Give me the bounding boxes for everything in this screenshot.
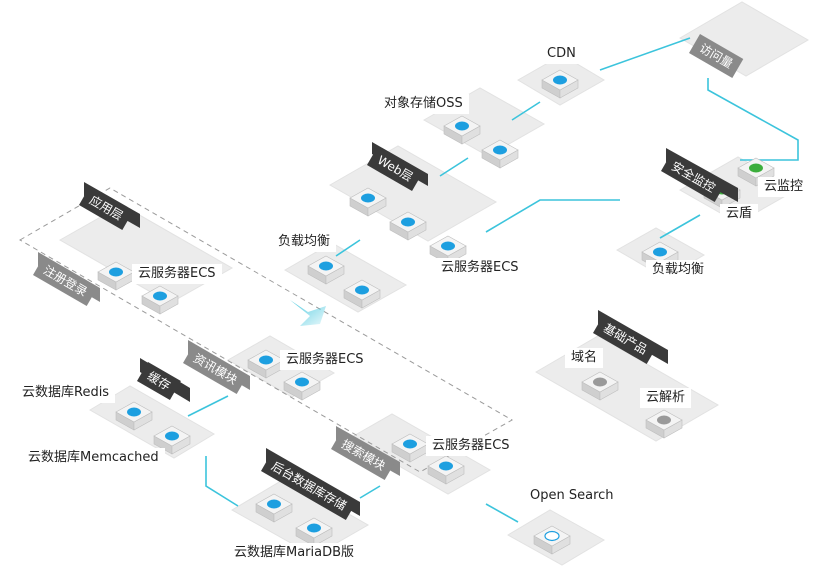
web-server-3-icon: [441, 241, 455, 251]
cdn-server-cube: [541, 69, 579, 99]
cache-2-icon: [165, 431, 179, 441]
web-server-cube-2: [389, 211, 427, 241]
opensearch-icon: [544, 530, 560, 542]
connector-visitor-security: [707, 78, 799, 161]
backend-cube-2: [295, 517, 333, 547]
domain-icon: [593, 377, 607, 387]
slb-left-2-icon: [355, 285, 369, 295]
slb-left-cube-2: [343, 279, 381, 309]
opensearch-label: Open Search: [524, 486, 620, 506]
redis-label: 云数据库Redis: [16, 383, 116, 403]
dns-cube: [645, 409, 683, 439]
cache-1-icon: [127, 407, 141, 417]
search-cube-1: [391, 433, 429, 463]
slb-right-label: 负载均衡: [646, 260, 711, 280]
connector-redis-cache: [187, 395, 229, 417]
slb-left-cube-1: [307, 255, 345, 285]
connector-security-slb: [659, 214, 701, 239]
cloud-shield-label: 云盾: [720, 204, 759, 224]
news-cube-1: [247, 349, 285, 379]
register-cube-1: [97, 261, 135, 291]
connector-cdn-oss: [511, 101, 541, 121]
cdn-label: CDN: [541, 44, 582, 64]
web-server-2-icon: [401, 217, 415, 227]
cache-cube-1: [115, 401, 153, 431]
memcached-label: 云数据库Memcached: [22, 448, 165, 468]
ecs-web-label: 云服务器ECS: [435, 258, 525, 278]
dns-icon: [657, 415, 671, 425]
register-cube-2: [141, 285, 179, 315]
oss-server-cube-1: [443, 115, 481, 145]
oss-server-cube-2: [481, 139, 519, 169]
connector-oss-web: [439, 157, 469, 177]
slb-left-1-icon: [319, 261, 333, 271]
connector-memcached-backend: [205, 456, 239, 507]
connector-backend-search: [359, 485, 381, 499]
cloud-monitor-label: 云监控: [758, 177, 810, 197]
connector-slb-right-web: [485, 199, 620, 233]
cdn-server-icon: [553, 75, 567, 85]
domain-cube: [581, 371, 619, 401]
register-1-icon: [109, 267, 123, 277]
flow-arrow: [290, 300, 326, 326]
register-2-icon: [153, 291, 167, 301]
web-server-1-icon: [361, 193, 375, 203]
mariadb-label: 云数据库MariaDB版: [228, 543, 361, 563]
backend-1-icon: [267, 499, 281, 509]
web-server-cube-3: [429, 235, 467, 265]
ecs-search-label: 云服务器ECS: [426, 436, 516, 456]
ecs-register-label: 云服务器ECS: [132, 264, 222, 284]
connector-visitor-cdn: [599, 37, 691, 71]
oss-label: 对象存储OSS: [378, 94, 469, 114]
slb-right-icon: [653, 247, 667, 257]
monitor-1-icon: [749, 163, 763, 173]
app-layer-boundary: [19, 187, 514, 473]
domain-label: 域名: [565, 348, 604, 368]
web-server-cube-1: [349, 187, 387, 217]
slb-left-label: 负载均衡: [272, 232, 337, 252]
backend-cube-1: [255, 493, 293, 523]
backend-platform: [230, 477, 370, 557]
search-2-icon: [439, 461, 453, 471]
news-2-icon: [295, 377, 309, 387]
connector-search-opensearch: [485, 503, 519, 523]
search-1-icon: [403, 439, 417, 449]
news-cube-2: [283, 371, 321, 401]
connector-web-slb-left: [335, 239, 361, 257]
slb-left-platform: [283, 242, 408, 313]
oss-server-2-icon: [493, 145, 507, 155]
opensearch-cube: [533, 525, 571, 555]
news-1-icon: [259, 355, 273, 365]
search-cube-2: [427, 455, 465, 485]
oss-server-1-icon: [455, 121, 469, 131]
ecs-news-label: 云服务器ECS: [280, 350, 370, 370]
dns-label: 云解析: [640, 388, 692, 408]
cache-cube-2: [153, 425, 191, 455]
backend-2-icon: [307, 523, 321, 533]
